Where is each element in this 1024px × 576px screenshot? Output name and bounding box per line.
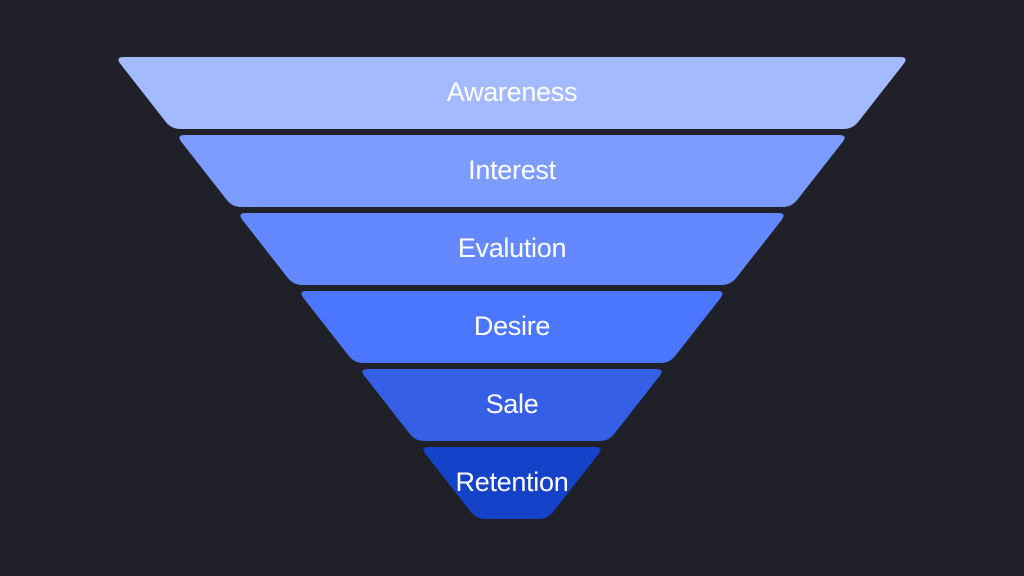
- funnel-band: [301, 291, 723, 363]
- funnel-stage-label: Sale: [486, 389, 539, 419]
- funnel-stage-label: Interest: [468, 155, 556, 185]
- funnel-stage-label: Desire: [474, 311, 550, 341]
- funnel-stage-awareness: Awareness: [118, 57, 906, 129]
- funnel-stage-evalution: Evalution: [240, 213, 784, 285]
- funnel-band: [240, 213, 784, 285]
- funnel-band: [362, 369, 662, 441]
- funnel-stage-sale: Sale: [362, 369, 662, 441]
- funnel-stage-interest: Interest: [179, 135, 845, 207]
- funnel-stage-desire: Desire: [301, 291, 723, 363]
- funnel-band: [118, 57, 906, 129]
- funnel-stage-label: Evalution: [458, 233, 566, 263]
- funnel-stage-retention: Retention: [423, 447, 601, 519]
- funnel-stage-label: Retention: [456, 467, 569, 497]
- funnel-stages: AwarenessInterestEvalutionDesireSaleRete…: [118, 57, 906, 519]
- funnel-stage-label: Awareness: [447, 77, 577, 107]
- funnel-band: [423, 447, 601, 519]
- funnel-band: [179, 135, 845, 207]
